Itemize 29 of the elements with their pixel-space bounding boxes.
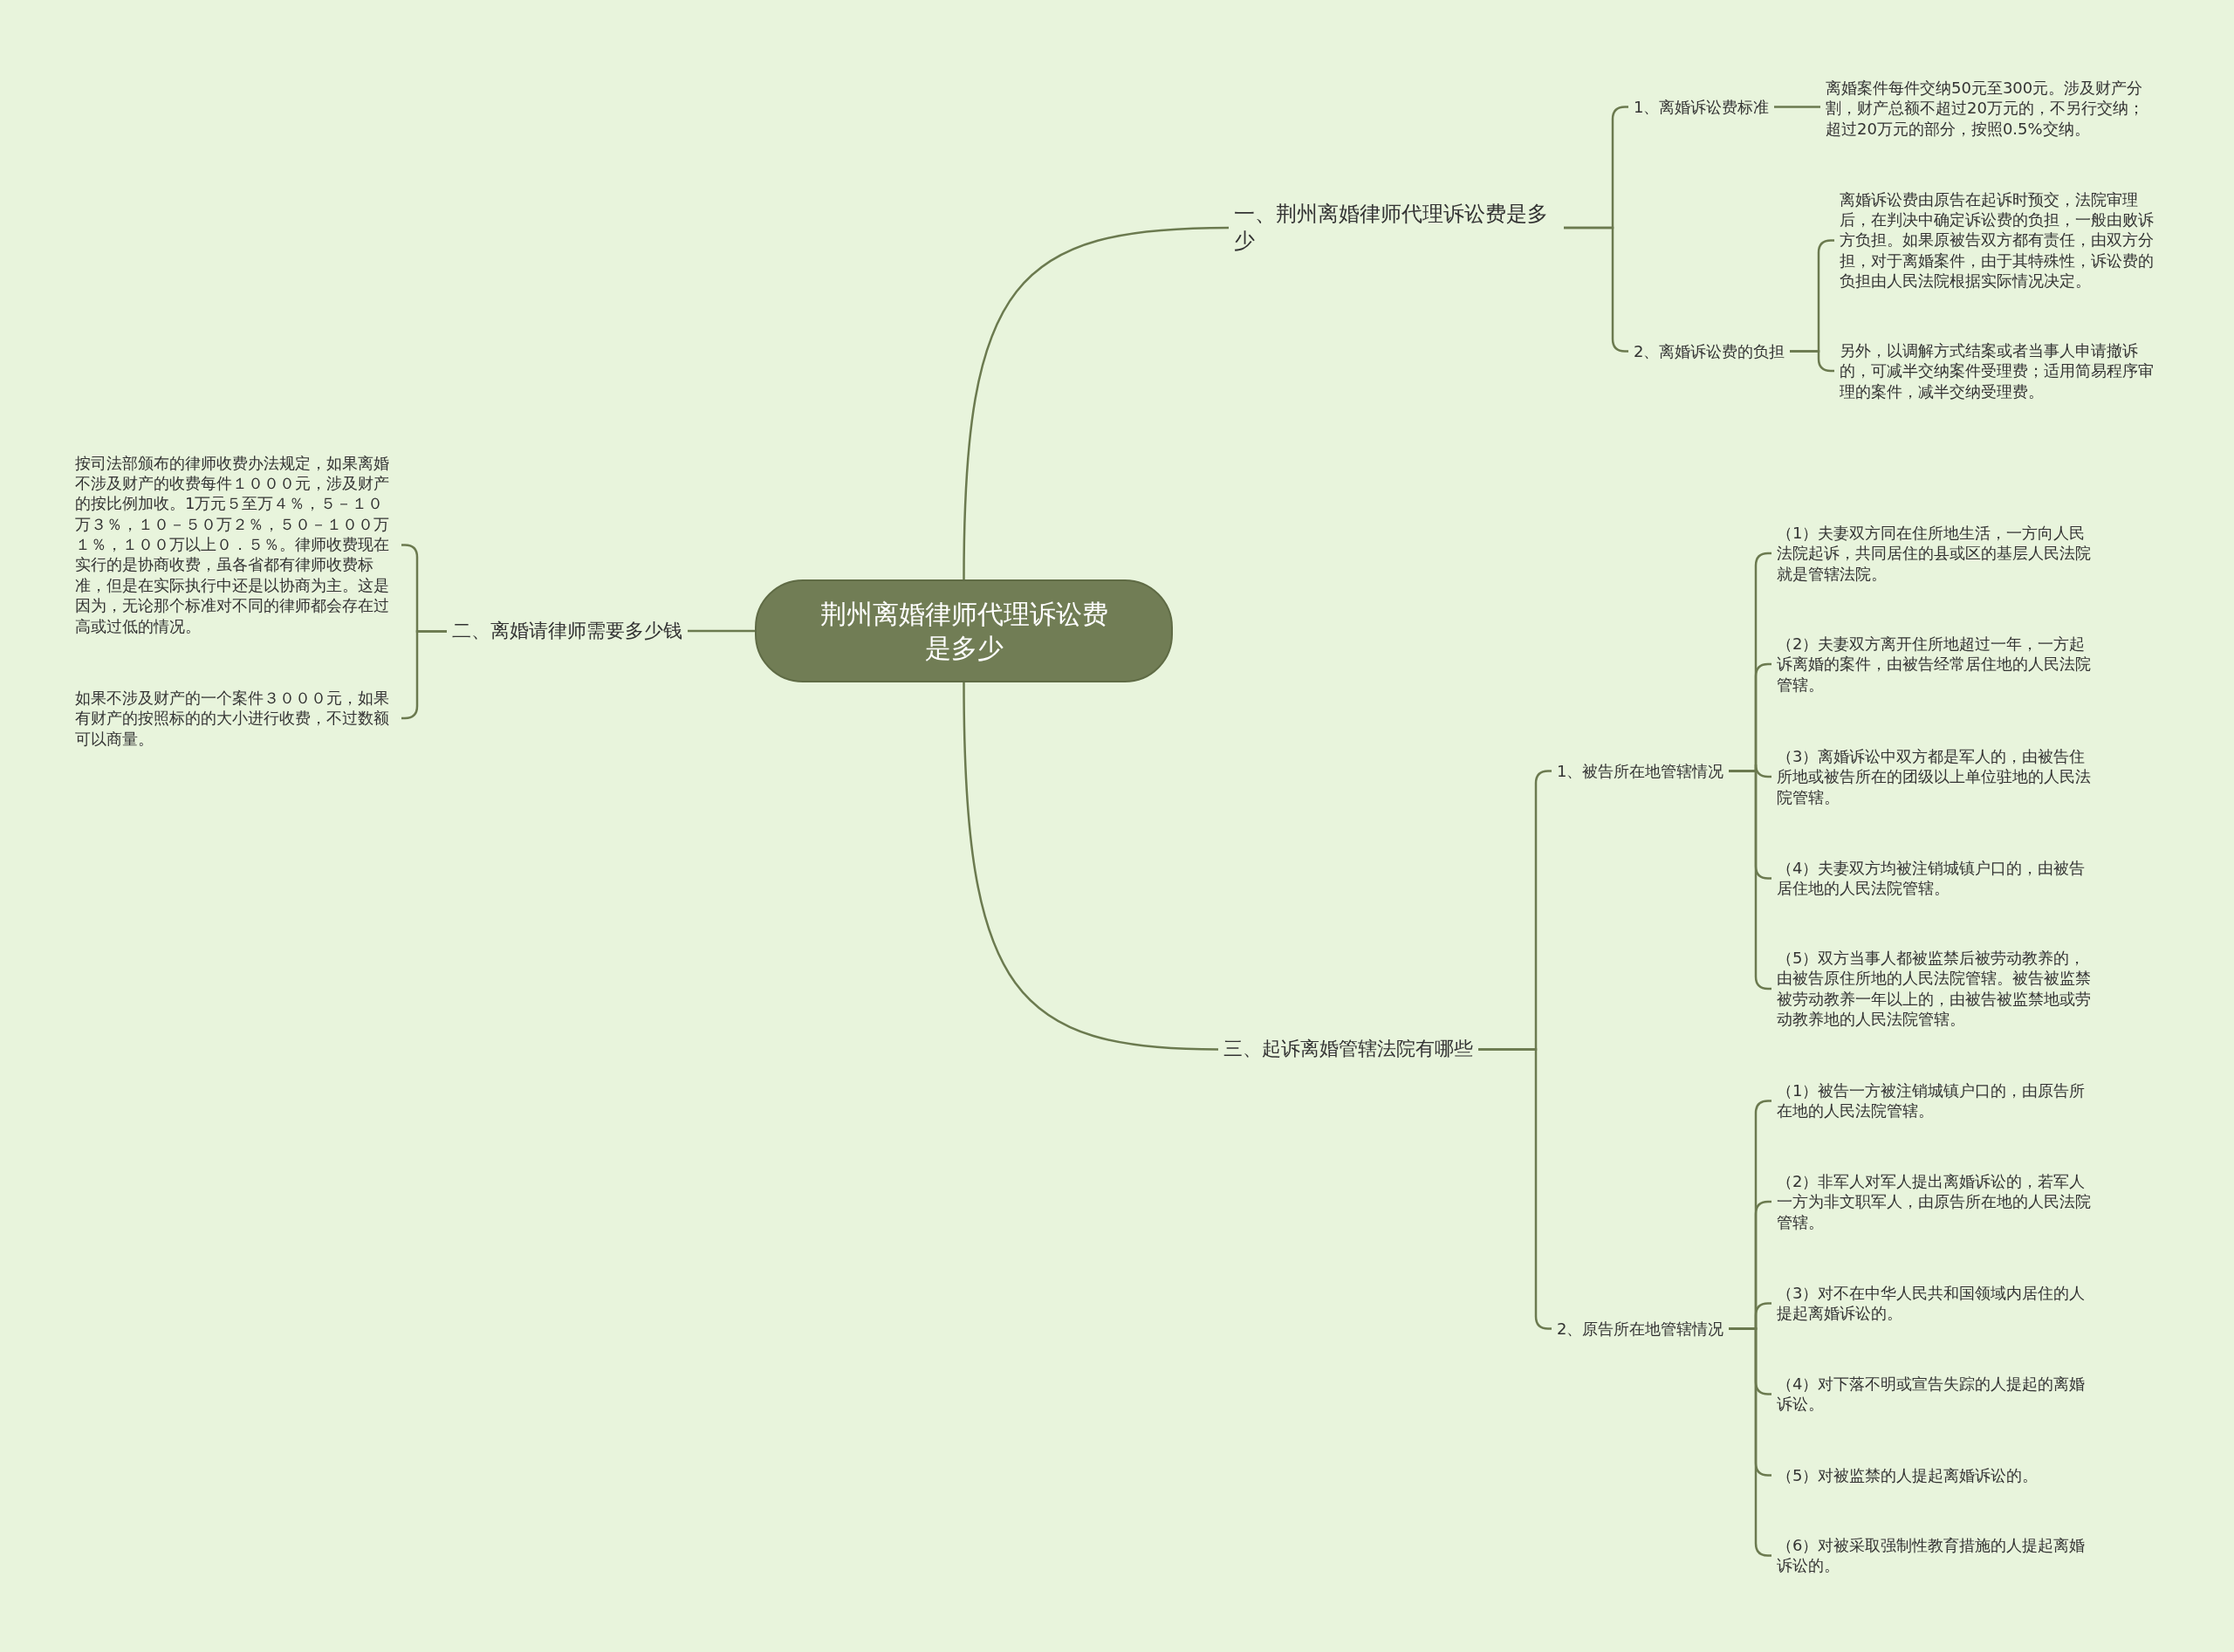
detail-text: （4）夫妻双方均被注销城镇户口的，由被告居住地的人民法院管辖。 [1771, 855, 2103, 901]
detail-text: 另外，以调解方式结案或者当事人申请撤诉的，可减半交纳案件受理费；适用简易程序审理的案件，减半交纳受理费。 [1834, 339, 2166, 404]
detail-text: （5）双方当事人都被监禁后被劳动教养的，由被告原住所地的人民法院管辖。被告被监禁被劳动教养一年以上的，由被告被监禁地或劳动教养地的人民法院管辖。 [1771, 946, 2103, 1032]
detail-text: （6）对被采取强制性教育措施的人提起离婚诉讼的。 [1771, 1532, 2103, 1578]
detail-text: 离婚诉讼费由原告在起诉时预交，法院审理后，在判决中确定诉讼费的负担，一般由败诉方负担。如果原被告双方都有责任，由双方分担，对于离婚案件，由于其特殊性，诉讼费的负担由人民法院根据实际情况决定。 [1834, 187, 2166, 293]
connector-line [963, 226, 1230, 580]
detail-text: （5）对被监禁的人提起离婚诉讼的。 [1771, 1463, 2103, 1487]
connector-line [688, 629, 755, 633]
connector-line [1774, 106, 1820, 108]
branch-topic: 三、起诉离婚管辖法院有哪些 [1218, 1034, 1478, 1064]
detail-text: 离婚案件每件交纳50元至300元。涉及财产分割，财产总额不超过20万元的，不另行交纳；超过20万元的部分，按照0.5%交纳。 [1820, 76, 2152, 141]
connector-line [963, 682, 1219, 1051]
detail-text: 按司法部颁布的律师收费办法规定，如果离婚不涉及财产的收费每件１０００元，涉及财产的按比例加收。1万元５至万４％，５－１０万３％，１０－５０万２％，５０－１００万１％，１００万以上０．５％。律师收费现在实行的是协商收费，虽各省都有律师收费标准，但是在实际执行中还是以协商为主。这是因为，无论那个标准对不同的律师都会存在过高或过低的情况。 [70, 450, 401, 638]
detail-text: （2）非军人对军人提出离婚诉讼的，若军人一方为非文职军人，由原告所在地的人民法院管辖。 [1771, 1169, 2103, 1235]
detail-text: 如果不涉及财产的一个案件３０００元，如果有财产的按照标的的大小进行收费，不过数额可以商量。 [70, 686, 401, 751]
central-topic: 荆州离婚律师代理诉讼费是多少 [755, 579, 1173, 682]
detail-text: （2）夫妻双方离开住所地超过一年，一方起诉离婚的案件，由被告经常居住地的人民法院管辖。 [1771, 632, 2103, 697]
detail-text: （3）对不在中华人民共和国领域内居住的人提起离婚诉讼的。 [1771, 1280, 2103, 1326]
branch-topic: 二、离婚请律师需要多少钱 [447, 616, 688, 646]
subtopic-label: 1、离婚诉讼费标准 [1628, 94, 1775, 119]
connector-line [1790, 350, 1834, 373]
detail-text: （4）对下落不明或宣告失踪的人提起的离婚诉讼。 [1771, 1371, 2103, 1416]
branch-topic: 一、荆州离婚律师代理诉讼费是多少 [1229, 199, 1564, 257]
detail-text: （3）离婚诉讼中双方都是军人的，由被告住所地或被告所在的团级以上单位驻地的人民法院管辖。 [1771, 744, 2103, 810]
subtopic-label: 1、被告所在地管辖情况 [1552, 758, 1730, 783]
subtopic-label: 2、离婚诉讼费的负担 [1628, 339, 1791, 363]
detail-text: （1）夫妻双方同在住所地生活，一方向人民法院起诉，共同居住的县或区的基层人民法院就是管辖法院。 [1771, 521, 2103, 586]
detail-text: （1）被告一方被注销城镇户口的，由原告所在地的人民法院管辖。 [1771, 1078, 2103, 1123]
subtopic-label: 2、原告所在地管辖情况 [1552, 1316, 1730, 1340]
